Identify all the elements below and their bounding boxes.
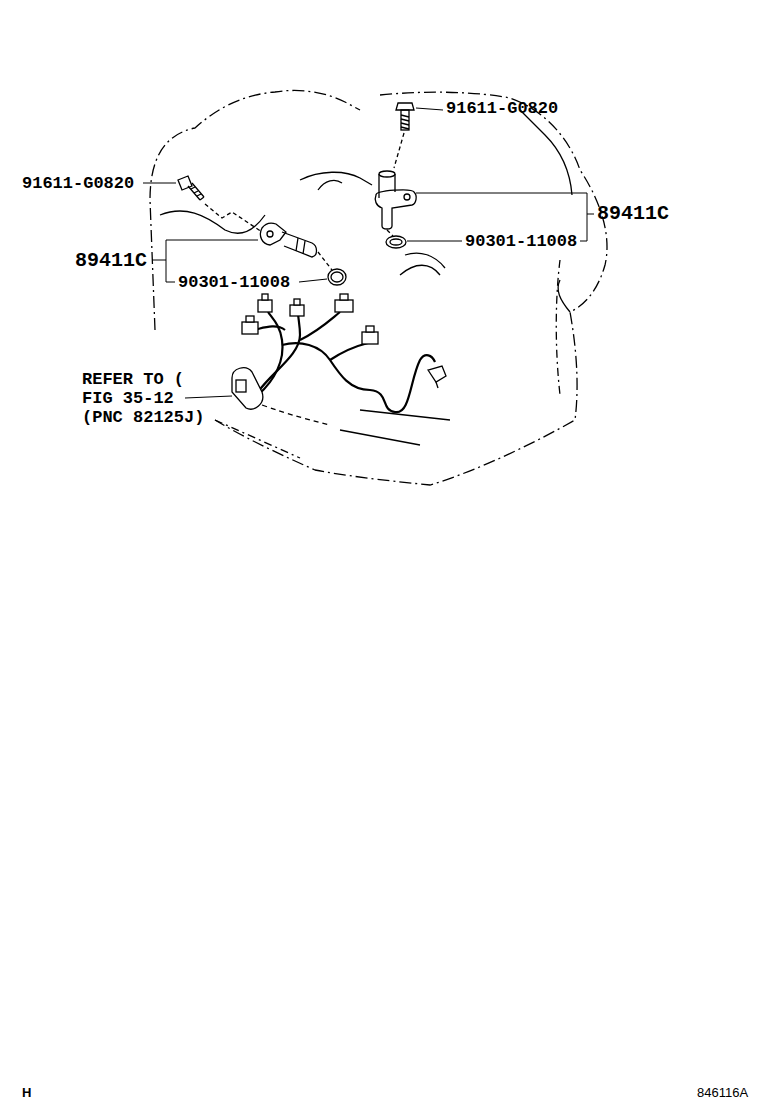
housing-detail xyxy=(400,253,445,275)
o-ring xyxy=(331,272,343,282)
part-number: 89411C xyxy=(597,204,669,224)
reference-note: (PNC 82125J) xyxy=(82,409,204,426)
housing-detail xyxy=(262,405,330,425)
bolt xyxy=(396,103,414,130)
o-ring xyxy=(328,269,346,285)
leader-line xyxy=(143,108,594,398)
install-line xyxy=(205,204,262,232)
part-number: 91611-G0820 xyxy=(446,100,558,117)
housing-detail xyxy=(300,172,372,185)
o-ring xyxy=(390,239,402,245)
housing-detail xyxy=(318,180,342,190)
part-number: 91611-G0820 xyxy=(22,175,134,192)
figure-number: 846116A xyxy=(697,1086,748,1099)
page-code: H xyxy=(22,1086,31,1099)
bolt xyxy=(178,176,204,200)
reference-note: REFER TO ( xyxy=(82,371,184,388)
install-line xyxy=(318,252,332,270)
o-ring xyxy=(386,236,406,248)
install-line xyxy=(394,133,404,168)
speed-sensor xyxy=(375,171,416,229)
housing-detail xyxy=(520,110,572,195)
harness-connector xyxy=(232,294,446,409)
wire-harness xyxy=(252,312,435,412)
part-number: 90301-11008 xyxy=(465,233,577,250)
housing-outline xyxy=(150,90,607,485)
housing-detail xyxy=(340,410,450,445)
part-number: 89411C xyxy=(75,251,147,271)
part-number: 90301-11008 xyxy=(178,274,290,291)
reference-note: FIG 35-12 xyxy=(82,390,174,407)
speed-sensor xyxy=(260,223,316,257)
housing-detail xyxy=(558,280,570,312)
install-line xyxy=(387,230,393,236)
housing-detail xyxy=(160,211,265,233)
